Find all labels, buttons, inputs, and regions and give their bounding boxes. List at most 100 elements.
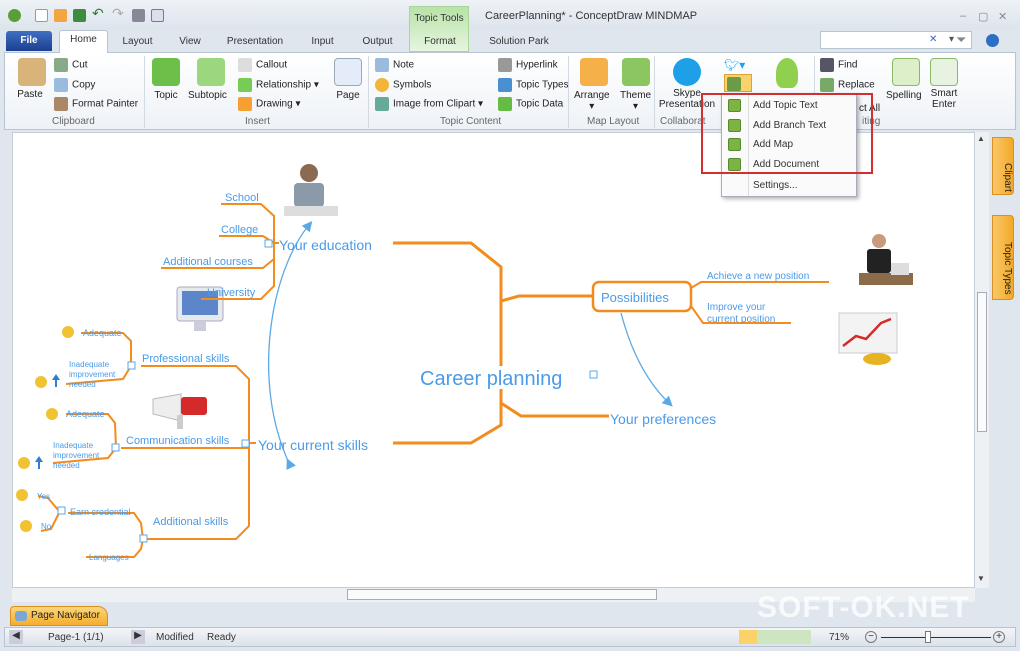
zoom-slider-thumb[interactable] xyxy=(925,631,931,643)
restore-button[interactable]: ▢ xyxy=(978,11,989,23)
subtopic-university[interactable]: University xyxy=(207,287,256,299)
relationship-button[interactable]: Relationship ▾ xyxy=(238,78,319,92)
open-icon[interactable] xyxy=(54,9,67,22)
next-page-button[interactable]: ▶ xyxy=(131,630,145,644)
earn-credential[interactable]: Earn credential xyxy=(70,507,131,517)
vertical-scrollbar[interactable]: ▲ ▼ xyxy=(975,132,989,588)
search-dropdown-icon[interactable]: ▾ xyxy=(949,34,955,45)
menu-item-settings[interactable]: Settings... xyxy=(753,180,798,191)
select-all-button[interactable]: ct All xyxy=(859,103,881,114)
subtopic-improve-1[interactable]: Improve your xyxy=(707,302,766,313)
hyperlink-button[interactable]: Hyperlink xyxy=(498,58,558,72)
relationship-arrow[interactable] xyxy=(268,220,313,470)
no-topic[interactable]: No xyxy=(41,522,52,531)
close-button[interactable]: ✕ xyxy=(998,11,1008,23)
tab-file[interactable]: File xyxy=(6,31,52,51)
menu-item-add-topic-text[interactable]: Add Topic Text xyxy=(722,96,856,115)
tab-format[interactable]: Format xyxy=(424,36,456,47)
tab-output[interactable]: Output xyxy=(362,36,393,47)
scroll-down-icon[interactable]: ▼ xyxy=(977,574,985,583)
zoom-in-button[interactable]: + xyxy=(993,631,1005,643)
subtopic-additional-skills[interactable]: Additional skills xyxy=(153,516,229,528)
theme-button[interactable]: Theme▾ xyxy=(620,58,651,112)
prof-inadequate-2[interactable]: improvement xyxy=(69,370,116,379)
bulb-icon[interactable] xyxy=(776,58,798,88)
map-canvas[interactable]: Career planning Your education School Co… xyxy=(12,132,975,588)
page-navigator-tab[interactable]: Page Navigator xyxy=(10,606,108,626)
undo-icon[interactable]: ↶ xyxy=(92,5,104,21)
subtopic-additional-courses[interactable]: Additional courses xyxy=(163,256,253,268)
comm-adequate[interactable]: Adequate xyxy=(66,409,105,419)
collapse-icon[interactable] xyxy=(589,370,598,379)
subtopic-achieve-position[interactable]: Achieve a new position xyxy=(707,271,809,282)
redo-icon[interactable]: ↷ xyxy=(112,5,124,21)
previous-page-button[interactable]: ◀ xyxy=(9,630,23,644)
prof-adequate[interactable]: Adequate xyxy=(83,328,122,338)
arrange-button[interactable]: Arrange▾ xyxy=(574,58,610,112)
tab-view[interactable]: View xyxy=(179,36,201,47)
drawing-button[interactable]: Drawing ▾ xyxy=(238,97,301,111)
languages-topic[interactable]: Languages xyxy=(89,553,129,562)
collapse-icon[interactable] xyxy=(264,239,273,248)
note-button[interactable]: Note xyxy=(375,58,414,72)
subtopic-improve-2[interactable]: current position xyxy=(707,314,775,325)
symbols-button[interactable]: Symbols xyxy=(375,78,431,92)
paste-button[interactable]: Paste xyxy=(17,58,46,100)
search-input[interactable]: ✕ ▾ xyxy=(820,31,972,49)
comm-inadequate-1[interactable]: Inadequate xyxy=(53,441,94,450)
filter-icon[interactable]: ⏷ xyxy=(956,32,967,47)
subtopic-school[interactable]: School xyxy=(225,192,259,204)
print-preview-icon[interactable] xyxy=(151,9,164,22)
topic-button[interactable]: Topic xyxy=(152,58,180,101)
topic-types-panel-tab[interactable]: Topic Types xyxy=(992,215,1014,300)
tab-presentation[interactable]: Presentation xyxy=(226,36,284,47)
comm-inadequate-3[interactable]: needed xyxy=(53,461,80,470)
zoom-slider[interactable] xyxy=(881,637,991,638)
topic-your-current-skills[interactable]: Your current skills xyxy=(258,437,368,453)
topic-types-button[interactable]: Topic Types xyxy=(498,78,569,92)
callout-button[interactable]: Callout xyxy=(238,58,287,72)
topic-your-education[interactable]: Your education xyxy=(279,237,372,253)
spelling-button[interactable]: Spelling xyxy=(886,58,922,101)
view-mode-buttons[interactable] xyxy=(739,630,811,644)
subtopic-communication-skills[interactable]: Communication skills xyxy=(126,435,230,447)
replace-button[interactable]: Replace xyxy=(820,78,875,92)
twitter-icon[interactable]: 🐦︎▾ xyxy=(724,58,746,72)
collapse-icon[interactable] xyxy=(241,439,250,448)
vertical-scroll-thumb[interactable] xyxy=(977,292,987,432)
possibilities-box[interactable] xyxy=(591,280,693,313)
menu-item-add-map[interactable]: Add Map xyxy=(722,135,856,154)
collapse-icon[interactable] xyxy=(111,443,120,452)
tab-layout[interactable]: Layout xyxy=(122,36,153,47)
horizontal-scrollbar[interactable] xyxy=(12,588,975,602)
yes-topic[interactable]: Yes xyxy=(37,492,50,501)
clipart-images[interactable] xyxy=(152,164,913,429)
new-icon[interactable] xyxy=(35,9,48,22)
find-button[interactable]: Find xyxy=(820,58,857,72)
scroll-up-icon[interactable]: ▲ xyxy=(977,134,985,143)
save-icon[interactable] xyxy=(73,9,86,22)
page-button[interactable]: Page xyxy=(334,58,362,101)
collapse-icon[interactable] xyxy=(57,506,66,515)
app-logo-icon[interactable] xyxy=(8,9,21,22)
horizontal-scroll-thumb[interactable] xyxy=(347,589,657,600)
prof-inadequate-3[interactable]: needed xyxy=(69,380,96,389)
topic-data-button[interactable]: Topic Data xyxy=(498,97,563,111)
topic-possibilities[interactable]: Possibilities xyxy=(601,290,669,305)
prof-inadequate-1[interactable]: Inadequate xyxy=(69,360,110,369)
comm-inadequate-2[interactable]: improvement xyxy=(53,451,100,460)
tab-home[interactable]: Home xyxy=(59,30,108,53)
collapse-icon[interactable] xyxy=(127,361,136,370)
menu-item-add-document[interactable]: Add Document xyxy=(722,155,856,174)
evernote-split-button[interactable] xyxy=(724,74,752,92)
central-topic[interactable]: Career planning xyxy=(420,368,562,390)
copy-button[interactable]: Copy xyxy=(54,78,95,92)
relationship-arrow[interactable] xyxy=(620,312,673,407)
format-painter-button[interactable]: Format Painter xyxy=(54,97,138,111)
clipart-panel-tab[interactable]: Clipart xyxy=(992,137,1014,195)
help-icon[interactable] xyxy=(986,34,999,47)
tab-solution-park[interactable]: Solution Park xyxy=(489,36,549,47)
subtopic-button[interactable]: Subtopic xyxy=(188,58,227,101)
